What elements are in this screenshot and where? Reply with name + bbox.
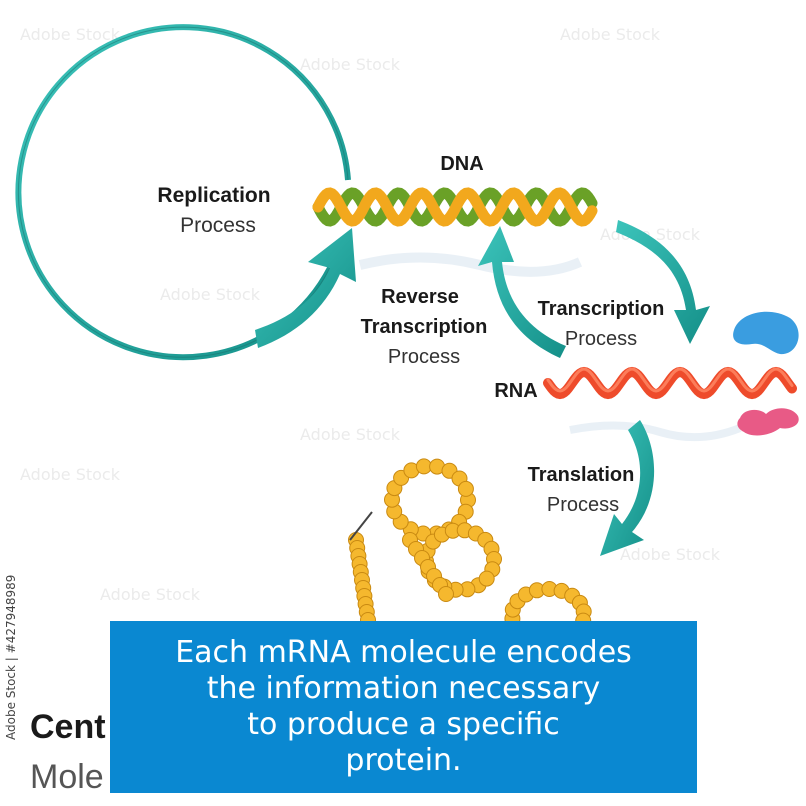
- stock-credit: Adobe Stock | #427948989: [4, 574, 18, 740]
- svg-text:Adobe Stock: Adobe Stock: [100, 585, 201, 604]
- dna-strand-orange: [312, 187, 598, 227]
- svg-text:Adobe Stock: Adobe Stock: [160, 285, 261, 304]
- reverse-transcription-line1: Reverse: [381, 286, 459, 308]
- caption-line-4: protein.: [345, 743, 462, 778]
- transcription-arrow: [616, 220, 710, 344]
- svg-text:Adobe Stock: Adobe Stock: [20, 465, 121, 484]
- transcription-subtitle: Process: [565, 328, 637, 350]
- protein-bead: [457, 480, 474, 497]
- rna-shadow: [569, 421, 742, 442]
- translation-arrow: [600, 420, 655, 556]
- replication-arrow: [15, 24, 356, 361]
- caption-line-3: to produce a specific: [247, 707, 560, 742]
- svg-text:Adobe Stock: Adobe Stock: [300, 55, 401, 74]
- protein-chain: [348, 458, 592, 649]
- svg-text:Adobe Stock: Adobe Stock: [300, 425, 401, 444]
- caption-line-2: the information necessary: [206, 671, 601, 706]
- translation-subtitle: Process: [547, 494, 619, 516]
- translation-title: Translation: [528, 464, 635, 486]
- reverse-transcription-line2: Transcription: [361, 316, 488, 338]
- ribosome-large-subunit: [733, 311, 799, 355]
- replication-title: Replication: [157, 184, 270, 207]
- footer-title-partial: Cent: [30, 708, 106, 746]
- replication-subtitle: Process: [180, 214, 256, 237]
- transcription-title: Transcription: [538, 298, 665, 320]
- rna-strand: [543, 366, 797, 400]
- caption-line-1: Each mRNA molecule encodes: [175, 635, 632, 670]
- reverse-transcription-subtitle: Process: [388, 346, 460, 368]
- protein-bead: [478, 570, 495, 587]
- svg-text:Adobe Stock: Adobe Stock: [620, 545, 721, 564]
- ribosome-small-subunit: [737, 408, 799, 436]
- reverse-transcription-arrow: [478, 226, 566, 358]
- watermark-pattern: Adobe Stock Adobe Stock Adobe Stock Adob…: [20, 25, 721, 604]
- dna-shadow: [358, 252, 583, 277]
- protein-tail: [349, 511, 373, 541]
- protein-bead: [438, 586, 454, 602]
- svg-text:Adobe Stock: Adobe Stock: [20, 25, 121, 44]
- svg-text:Adobe Stock: Adobe Stock: [560, 25, 661, 44]
- footer-subtitle-partial: Mole: [30, 758, 104, 796]
- dna-label: DNA: [440, 153, 483, 175]
- dna-helix: [312, 187, 598, 227]
- rna-label: RNA: [494, 380, 537, 402]
- caption-box: Each mRNA molecule encodes the informati…: [110, 621, 697, 793]
